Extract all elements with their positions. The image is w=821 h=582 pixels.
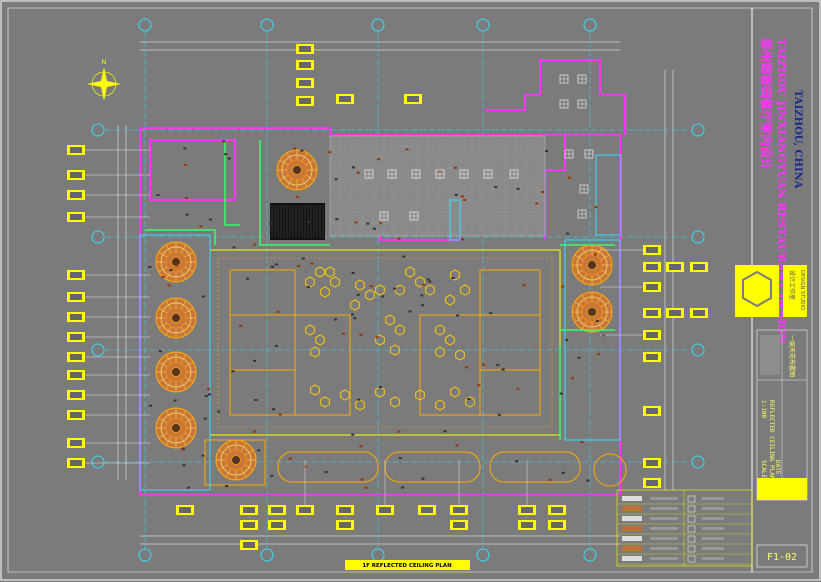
scale-value: 1:100 <box>760 400 767 418</box>
grid-axis-bubble-icon <box>91 123 105 137</box>
grid-axis-bubble-icon <box>260 18 274 32</box>
scale-label: SCALE <box>760 460 767 478</box>
ceiling-material-tags <box>67 44 708 550</box>
grid-axis-bubble-icon <box>138 548 152 562</box>
company-logo-icon <box>742 270 772 308</box>
grid-axis-bubble-icon <box>691 230 705 244</box>
drawing-name-cn: 一层天花布置图 <box>788 335 796 377</box>
grid-axis-bubble-icon <box>476 548 490 562</box>
light-fixtures <box>148 74 606 489</box>
grid-axis-bubble-icon <box>583 18 597 32</box>
project-title-cn: 泰州锦香园餐厅室内设计 <box>759 37 774 170</box>
hexagon-ceiling-pattern <box>305 266 475 411</box>
plan-caption: 1F REFLECTED CEILING PLAN <box>362 563 452 569</box>
date-label: DATE <box>774 460 781 475</box>
grid-axis-bubble-icon <box>691 343 705 357</box>
grid-axis-bubble-icon <box>691 123 705 137</box>
company-name-en: DESIGN STUDIO <box>799 270 805 310</box>
grid-axis-bubble-icon <box>138 18 152 32</box>
legend-table <box>617 490 752 566</box>
grid-axis-bubble-icon <box>371 18 385 32</box>
grid-axis-bubble-icon <box>91 343 105 357</box>
grid-axis-bubble-icon <box>476 18 490 32</box>
grid-axis-bubbles <box>91 18 705 562</box>
drawing-name-en: REFLECTED CEILING PLAN <box>768 400 775 480</box>
project-city: TAIZHOU, CHINA <box>792 90 803 189</box>
company-name-cn: 设计工作室 <box>788 270 796 300</box>
grid-axis-bubble-icon <box>691 455 705 469</box>
grid-axis-bubble-icon <box>91 455 105 469</box>
grid-axis-bubble-icon <box>260 548 274 562</box>
round-ceiling-rosettes <box>155 149 627 487</box>
compass-rose-icon: N <box>87 59 121 101</box>
sheet-number: F1-02 <box>767 552 797 563</box>
grid-axis-bubble-icon <box>371 548 385 562</box>
svg-text:N: N <box>102 59 107 66</box>
title-block: 泰州锦香园餐厅室内设计 TAIZHOU JINXIANGYUAN RESTAUR… <box>616 37 808 568</box>
grid-axis-bubble-icon <box>583 548 597 562</box>
grid-axis-bubble-icon <box>91 230 105 244</box>
